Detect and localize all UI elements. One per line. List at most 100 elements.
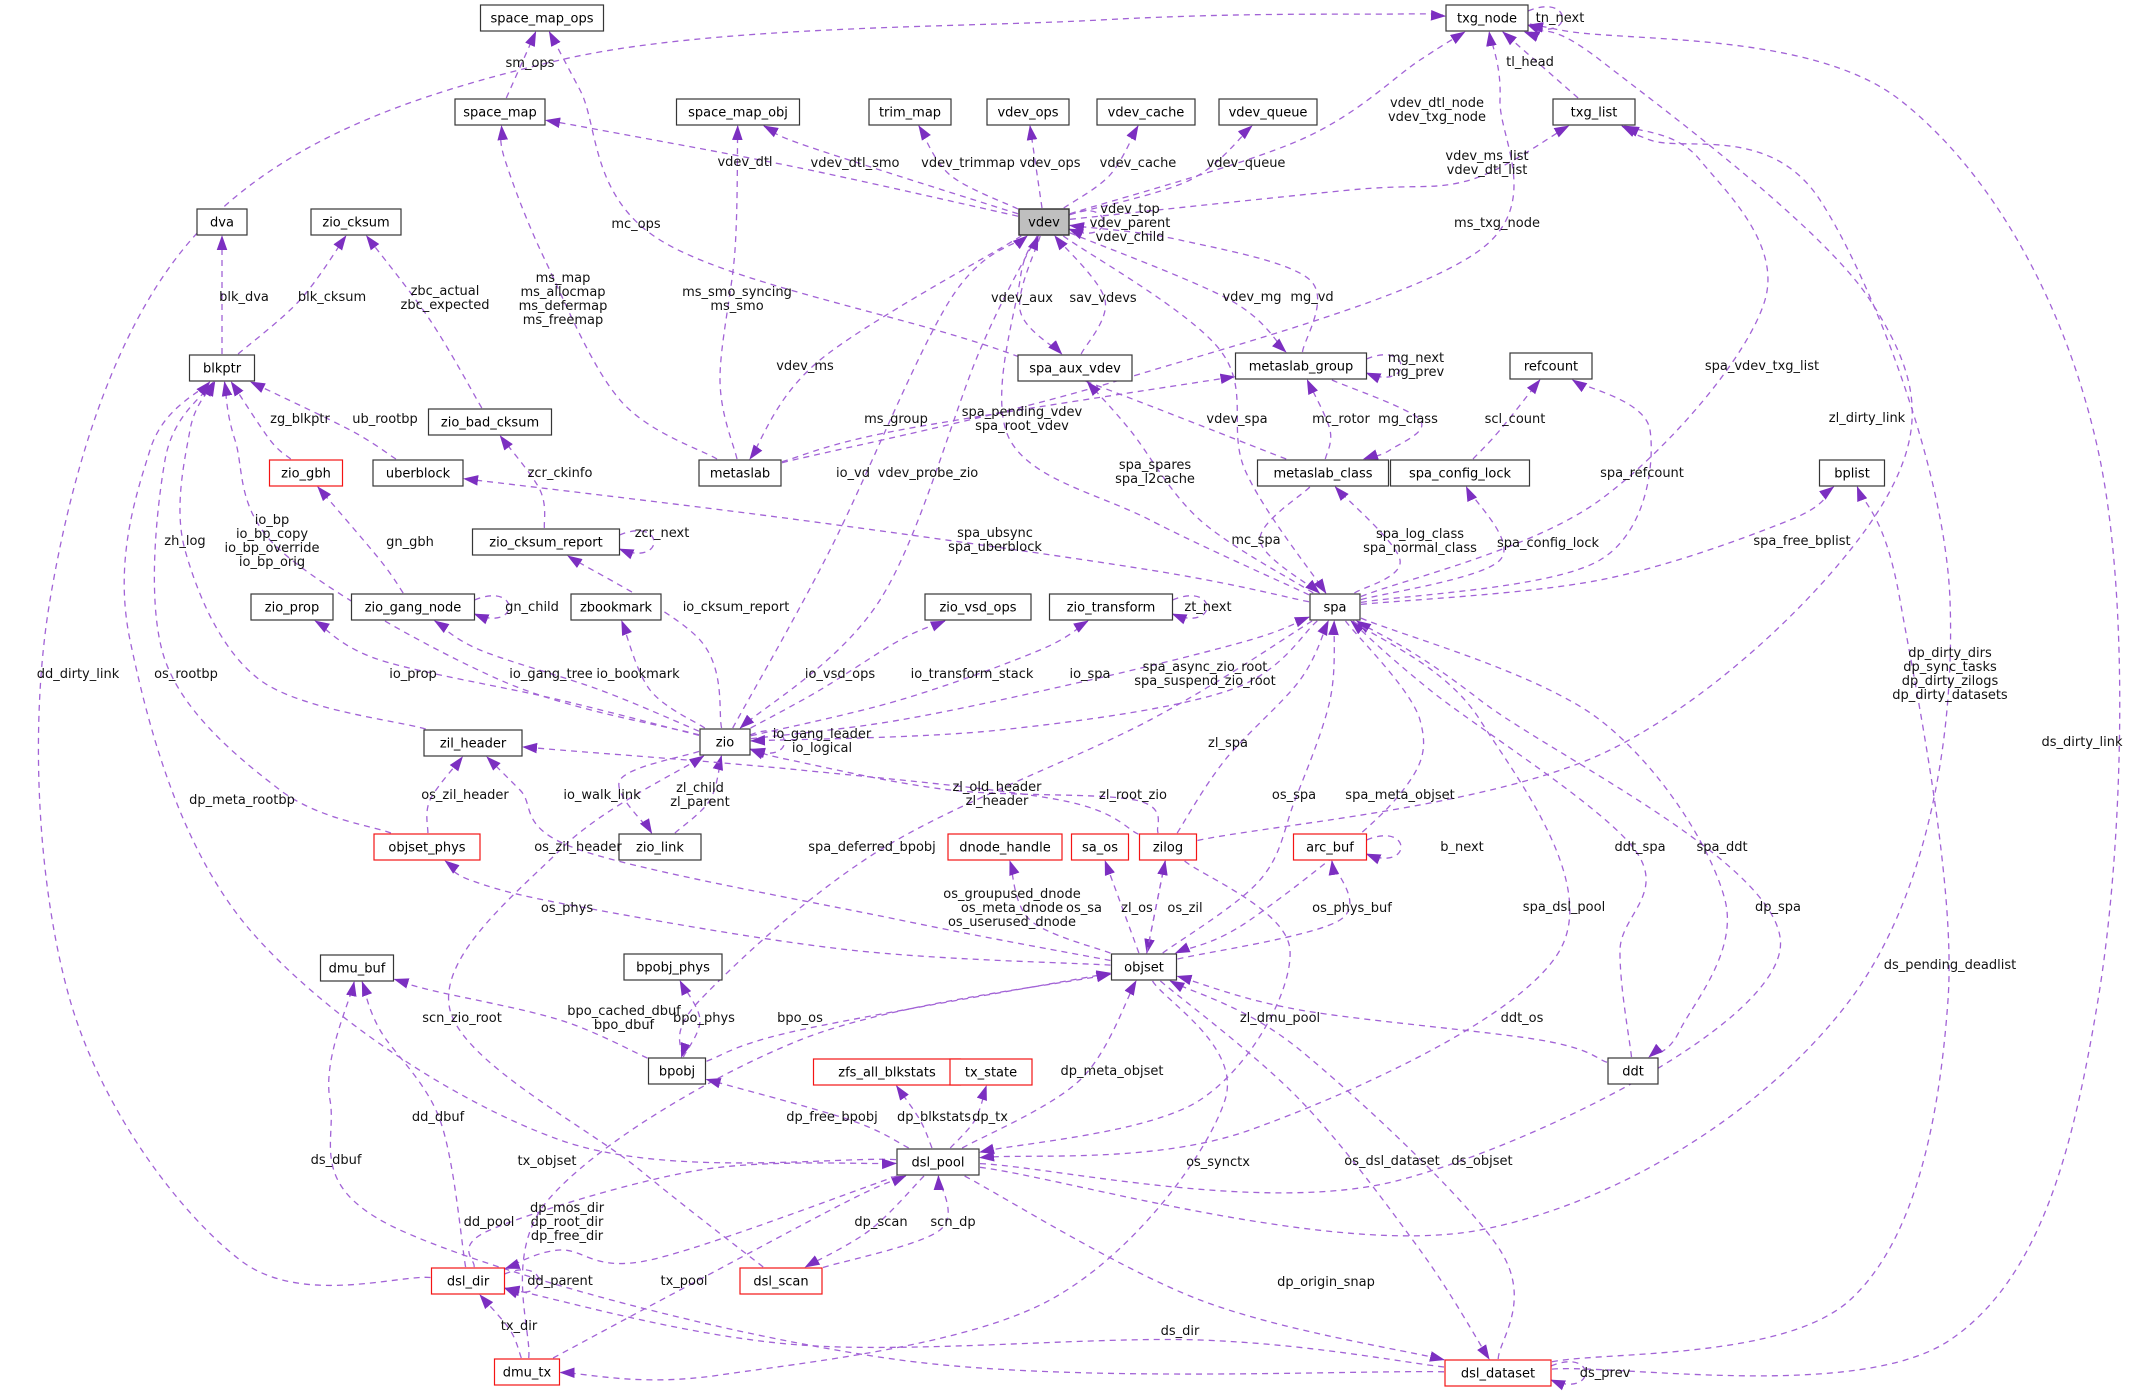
edge-label-spa-objset: spa_meta_objset xyxy=(1345,788,1454,803)
node-zio_prop[interactable]: zio_prop xyxy=(250,593,334,621)
edge-zio-spa xyxy=(750,616,1310,740)
node-bplist[interactable]: bplist xyxy=(1818,459,1886,487)
node-label-space_map_obj: space_map_obj xyxy=(688,106,788,121)
node-dmu_tx[interactable]: dmu_tx xyxy=(493,1358,561,1386)
edge-zio_bad_cksum-zio_cksum xyxy=(366,235,483,409)
node-zio_link[interactable]: zio_link xyxy=(618,833,702,861)
node-space_map_ops[interactable]: space_map_ops xyxy=(479,4,605,32)
node-txg_list[interactable]: txg_list xyxy=(1552,98,1636,126)
edge-label-objset-arc_buf: os_phys_buf xyxy=(1312,901,1392,916)
node-dsl_pool[interactable]: dsl_pool xyxy=(896,1148,980,1176)
node-dmu_buf[interactable]: dmu_buf xyxy=(319,954,395,982)
node-box-bpobj_phys xyxy=(623,953,723,981)
edge-vdev-spa xyxy=(1062,235,1327,594)
node-spa_config_lock[interactable]: spa_config_lock xyxy=(1389,459,1531,487)
edge-dsl_pool-dsl_dir xyxy=(504,1175,898,1270)
node-arc_buf[interactable]: arc_buf xyxy=(1292,833,1368,861)
node-txg_node[interactable]: txg_node xyxy=(1445,4,1529,32)
edge-zio-zio_cksum_report xyxy=(567,555,723,729)
node-tx_state[interactable]: tx_state xyxy=(949,1058,1033,1086)
edge-vdev-vdev_cache xyxy=(1063,125,1139,209)
node-objset_phys[interactable]: objset_phys xyxy=(373,833,481,861)
node-label-bplist: bplist xyxy=(1834,467,1870,482)
node-space_map_obj[interactable]: space_map_obj xyxy=(675,98,801,126)
edge-spa-uberblock xyxy=(463,475,1310,603)
node-metaslab[interactable]: metaslab xyxy=(698,459,782,487)
node-vdev[interactable]: vdev xyxy=(1018,208,1070,236)
edge-spa_config_lock-refcount xyxy=(1472,379,1541,460)
node-dsl_dir[interactable]: dsl_dir xyxy=(430,1267,506,1295)
edge-label-vdev-zio: vdev_probe_zio xyxy=(878,466,979,481)
edge-label-metaslab_class-spa: mc_spa xyxy=(1231,533,1280,548)
edge-objset-spa xyxy=(1162,620,1339,954)
edge-dsl_scan-zio xyxy=(447,755,764,1268)
node-zfs_all_blkstats[interactable]: zfs_all_blkstats xyxy=(812,1058,962,1086)
node-spa_aux_vdev[interactable]: spa_aux_vdev xyxy=(1017,354,1133,382)
node-label-dnode_handle: dnode_handle xyxy=(959,841,1051,856)
edge-zio-zio_vsd_ops xyxy=(750,620,946,729)
edge-metaslab-metaslab_group xyxy=(781,373,1236,463)
node-zio_vsd_ops[interactable]: zio_vsd_ops xyxy=(924,593,1032,621)
node-dva[interactable]: dva xyxy=(196,208,248,236)
node-bpobj[interactable]: bpobj xyxy=(647,1057,707,1085)
node-zio_gang_node[interactable]: zio_gang_node xyxy=(350,593,476,621)
node-label-zio_bad_cksum: zio_bad_cksum xyxy=(441,416,539,431)
node-zio_cksum_report[interactable]: zio_cksum_report xyxy=(471,528,621,556)
node-uberblock[interactable]: uberblock xyxy=(372,459,464,487)
node-trim_map[interactable]: trim_map xyxy=(868,98,952,126)
node-spa[interactable]: spa xyxy=(1309,593,1361,621)
edge-spa-zio xyxy=(750,620,1318,746)
edge-label-zilog-dsl_pool: zl_dmu_pool xyxy=(1240,1011,1320,1026)
node-refcount[interactable]: refcount xyxy=(1509,352,1593,380)
node-label-space_map: space_map xyxy=(463,106,537,121)
edge-label-dsl_dataset-dsl_dataset: ds_prev xyxy=(1580,1366,1631,1381)
edge-dsl_dir-dmu_buf xyxy=(361,981,467,1268)
node-label-zio_transform: zio_transform xyxy=(1067,601,1156,616)
edge-zio-zio_transform xyxy=(750,620,1089,737)
node-box-metaslab_class xyxy=(1256,459,1390,487)
edge-objset-zilog xyxy=(1146,860,1168,954)
node-label-metaslab_group: metaslab_group xyxy=(1249,360,1354,375)
node-zio_gbh[interactable]: zio_gbh xyxy=(268,459,344,487)
node-zio[interactable]: zio xyxy=(699,728,751,756)
node-zio_cksum[interactable]: zio_cksum xyxy=(310,208,402,236)
edge-label-objset-dsl_dataset: os_dsl_dataset xyxy=(1344,1154,1440,1169)
edge-label-vdev-space_map: vdev_dtl xyxy=(717,155,772,170)
edge-dsl_pool-bpobj xyxy=(705,1078,909,1149)
node-objset[interactable]: objset xyxy=(1110,953,1178,981)
node-vdev_queue[interactable]: vdev_queue xyxy=(1218,98,1318,126)
node-metaslab_group[interactable]: metaslab_group xyxy=(1234,352,1368,380)
edge-label-dsl_pool-dsl_dataset: dp_origin_snap xyxy=(1277,1275,1375,1290)
edge-label-zio-zio_gang_node: io_gang_tree xyxy=(509,667,592,682)
node-sa_os[interactable]: sa_os xyxy=(1070,833,1130,861)
edge-label-objset-dmu_tx: os_synctx xyxy=(1186,1155,1250,1170)
node-label-dva: dva xyxy=(210,216,234,231)
node-label-spa_aux_vdev: spa_aux_vdev xyxy=(1029,362,1121,377)
node-zil_header[interactable]: zil_header xyxy=(423,729,523,757)
edge-ddt-objset xyxy=(1176,974,1608,1063)
node-zio_transform[interactable]: zio_transform xyxy=(1048,593,1174,621)
node-label-zio_link: zio_link xyxy=(636,841,684,856)
node-ddt[interactable]: ddt xyxy=(1607,1057,1659,1085)
edge-label-spa-refcount: spa_refcount xyxy=(1600,466,1684,481)
node-bpobj_phys[interactable]: bpobj_phys xyxy=(623,953,723,981)
node-box-vdev xyxy=(1018,208,1070,236)
node-metaslab_class[interactable]: metaslab_class xyxy=(1256,459,1390,487)
node-zilog[interactable]: zilog xyxy=(1138,833,1198,861)
node-dsl_dataset[interactable]: dsl_dataset xyxy=(1444,1359,1552,1387)
node-vdev_ops[interactable]: vdev_ops xyxy=(986,98,1070,126)
node-dsl_scan[interactable]: dsl_scan xyxy=(739,1267,823,1295)
node-dnode_handle[interactable]: dnode_handle xyxy=(947,833,1063,861)
node-space_map[interactable]: space_map xyxy=(454,98,546,126)
edge-metaslab_class-space_map_ops xyxy=(548,31,1287,460)
node-zbookmark[interactable]: zbookmark xyxy=(570,593,662,621)
node-vdev_cache[interactable]: vdev_cache xyxy=(1096,98,1196,126)
node-blkptr[interactable]: blkptr xyxy=(188,354,256,382)
node-zio_bad_cksum[interactable]: zio_bad_cksum xyxy=(427,408,553,436)
edge-label-dsl_dir-dmu_buf: dd_dbuf xyxy=(412,1110,465,1125)
node-box-txg_list xyxy=(1552,98,1636,126)
